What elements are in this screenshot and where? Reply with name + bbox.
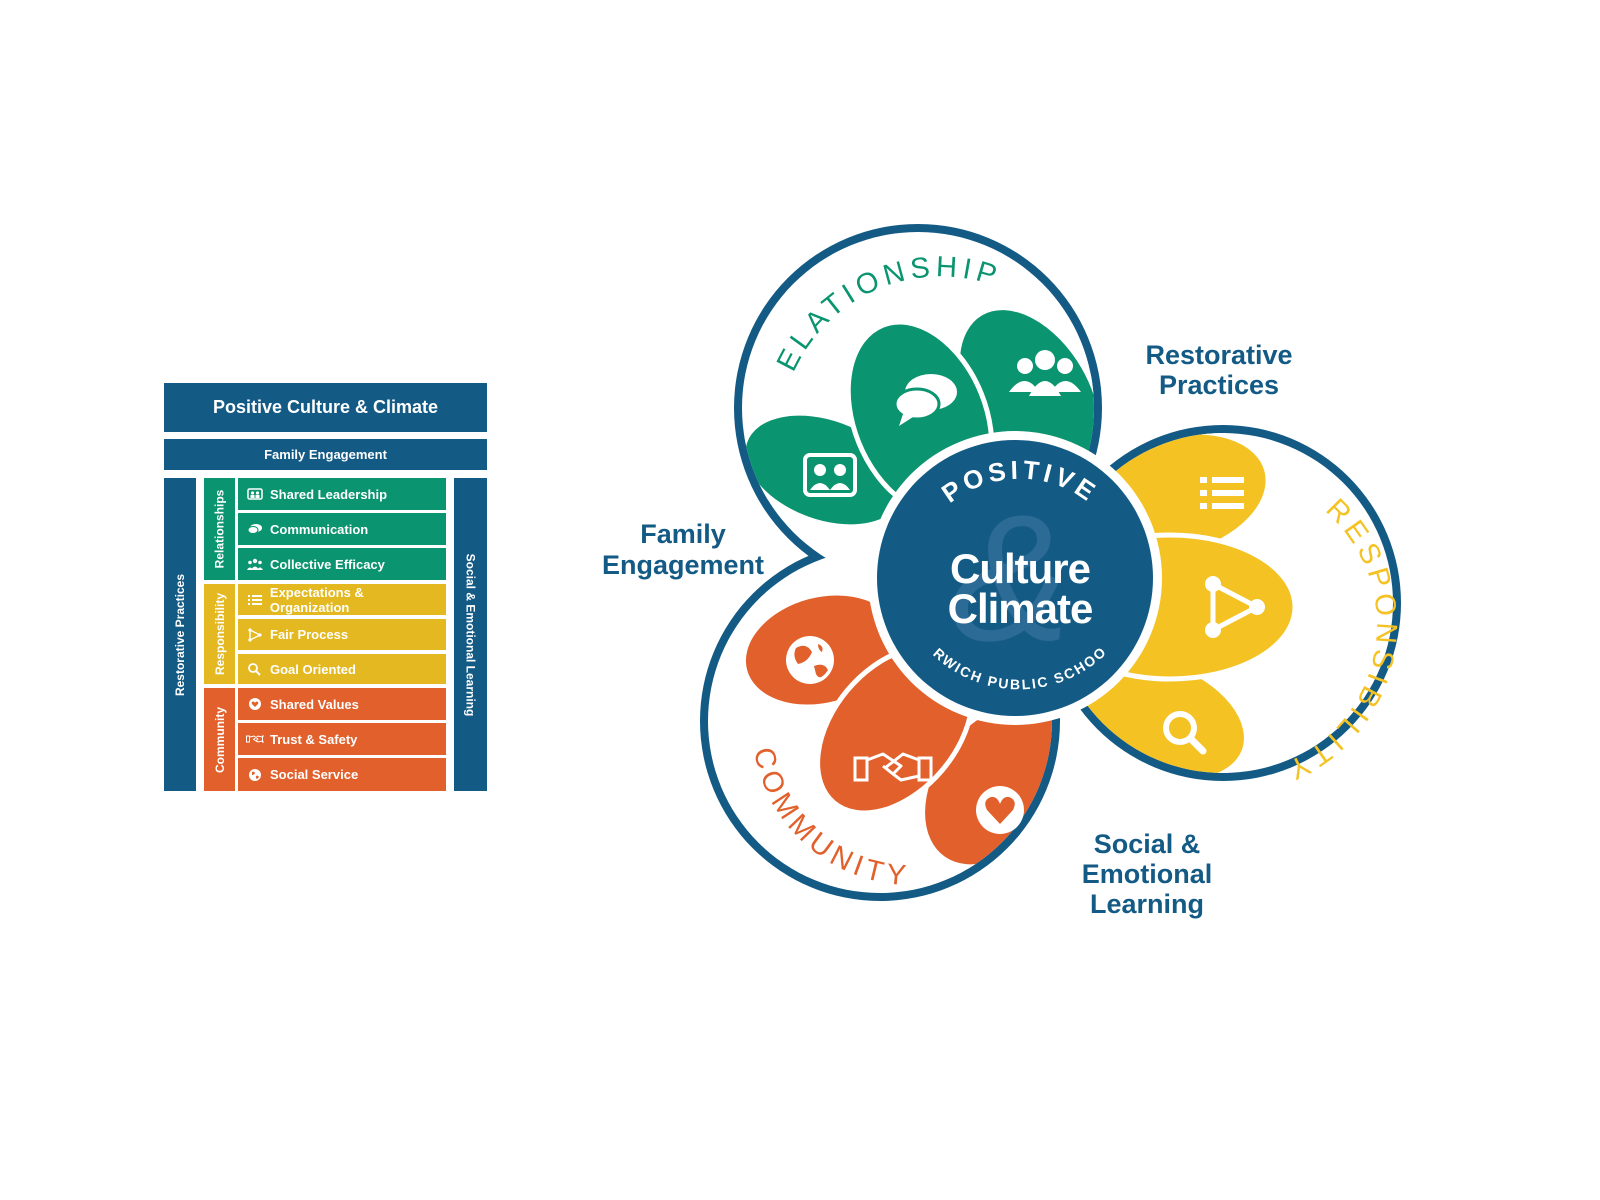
- row-label: Communication: [270, 521, 369, 537]
- center-disc: [877, 440, 1153, 716]
- label-sel-line2: Emotional: [1082, 859, 1213, 889]
- row-label: Social Service: [270, 767, 359, 782]
- row-label: Shared Values: [270, 696, 359, 712]
- label-family-line1: Family: [640, 519, 726, 549]
- row-expectations: Expectations & Organization: [238, 584, 446, 615]
- speech-bubbles-icon: [893, 374, 957, 426]
- relationships-group-label: Relationships: [204, 478, 235, 580]
- row-shared-values: Shared Values: [238, 688, 446, 720]
- label-family-line2: Engagement: [602, 550, 764, 580]
- row-label: Trust & Safety: [270, 731, 358, 747]
- responsibility-group-label: Responsibility: [204, 584, 235, 684]
- label-restorative-line2: Practices: [1159, 370, 1279, 400]
- row-shared-leadership: Shared Leadership: [238, 478, 446, 510]
- handshake-icon: [853, 752, 933, 782]
- people-board-icon: [246, 487, 264, 501]
- row-trust-safety: Trust & Safety: [238, 723, 446, 755]
- heart-icon: [246, 697, 264, 711]
- row-label: Collective Efficacy: [270, 556, 385, 572]
- center-climate: Climate: [948, 585, 1093, 632]
- row-collective-efficacy: Collective Efficacy: [238, 548, 446, 580]
- label-restorative-line1: Restorative: [1145, 340, 1292, 370]
- row-label: Goal Oriented: [270, 661, 356, 677]
- group-icon: [1009, 350, 1081, 396]
- row-communication: Communication: [238, 513, 446, 545]
- people-board-icon: [803, 453, 857, 497]
- globe-icon: [246, 768, 264, 782]
- row-label: Expectations & Organization: [269, 584, 364, 615]
- magnifier-icon: [1163, 711, 1207, 755]
- center-culture: Culture: [950, 545, 1090, 592]
- restorative-practices-column: Restorative Practices: [164, 478, 196, 791]
- label-sel-line3: Learning: [1090, 889, 1204, 919]
- globe-icon: [786, 636, 834, 684]
- sel-column: Social & Emotional Learning: [454, 478, 487, 791]
- ampersand-watermark: &: [950, 478, 1070, 679]
- magnifier-icon: [246, 662, 264, 676]
- row-goal-oriented: Goal Oriented: [238, 654, 446, 684]
- table-title: Positive Culture & Climate: [164, 383, 487, 432]
- speech-bubbles-icon: [246, 522, 264, 536]
- row-fair-process: Fair Process: [238, 619, 446, 650]
- list-icon: [246, 593, 264, 607]
- list-icon: [1200, 477, 1244, 509]
- family-engagement-bar: Family Engagement: [164, 439, 487, 470]
- community-group-label: Community: [204, 688, 235, 791]
- handshake-icon: [246, 732, 264, 746]
- row-label: Fair Process: [270, 627, 349, 642]
- triangle-nodes-icon: [246, 627, 264, 642]
- row-label: Shared Leadership: [270, 486, 388, 502]
- row-social-service: Social Service: [238, 758, 446, 791]
- label-sel-line1: Social &: [1094, 829, 1201, 859]
- triangle-nodes-icon: [1205, 576, 1265, 638]
- heart-icon: [976, 786, 1024, 834]
- group-icon: [246, 557, 264, 571]
